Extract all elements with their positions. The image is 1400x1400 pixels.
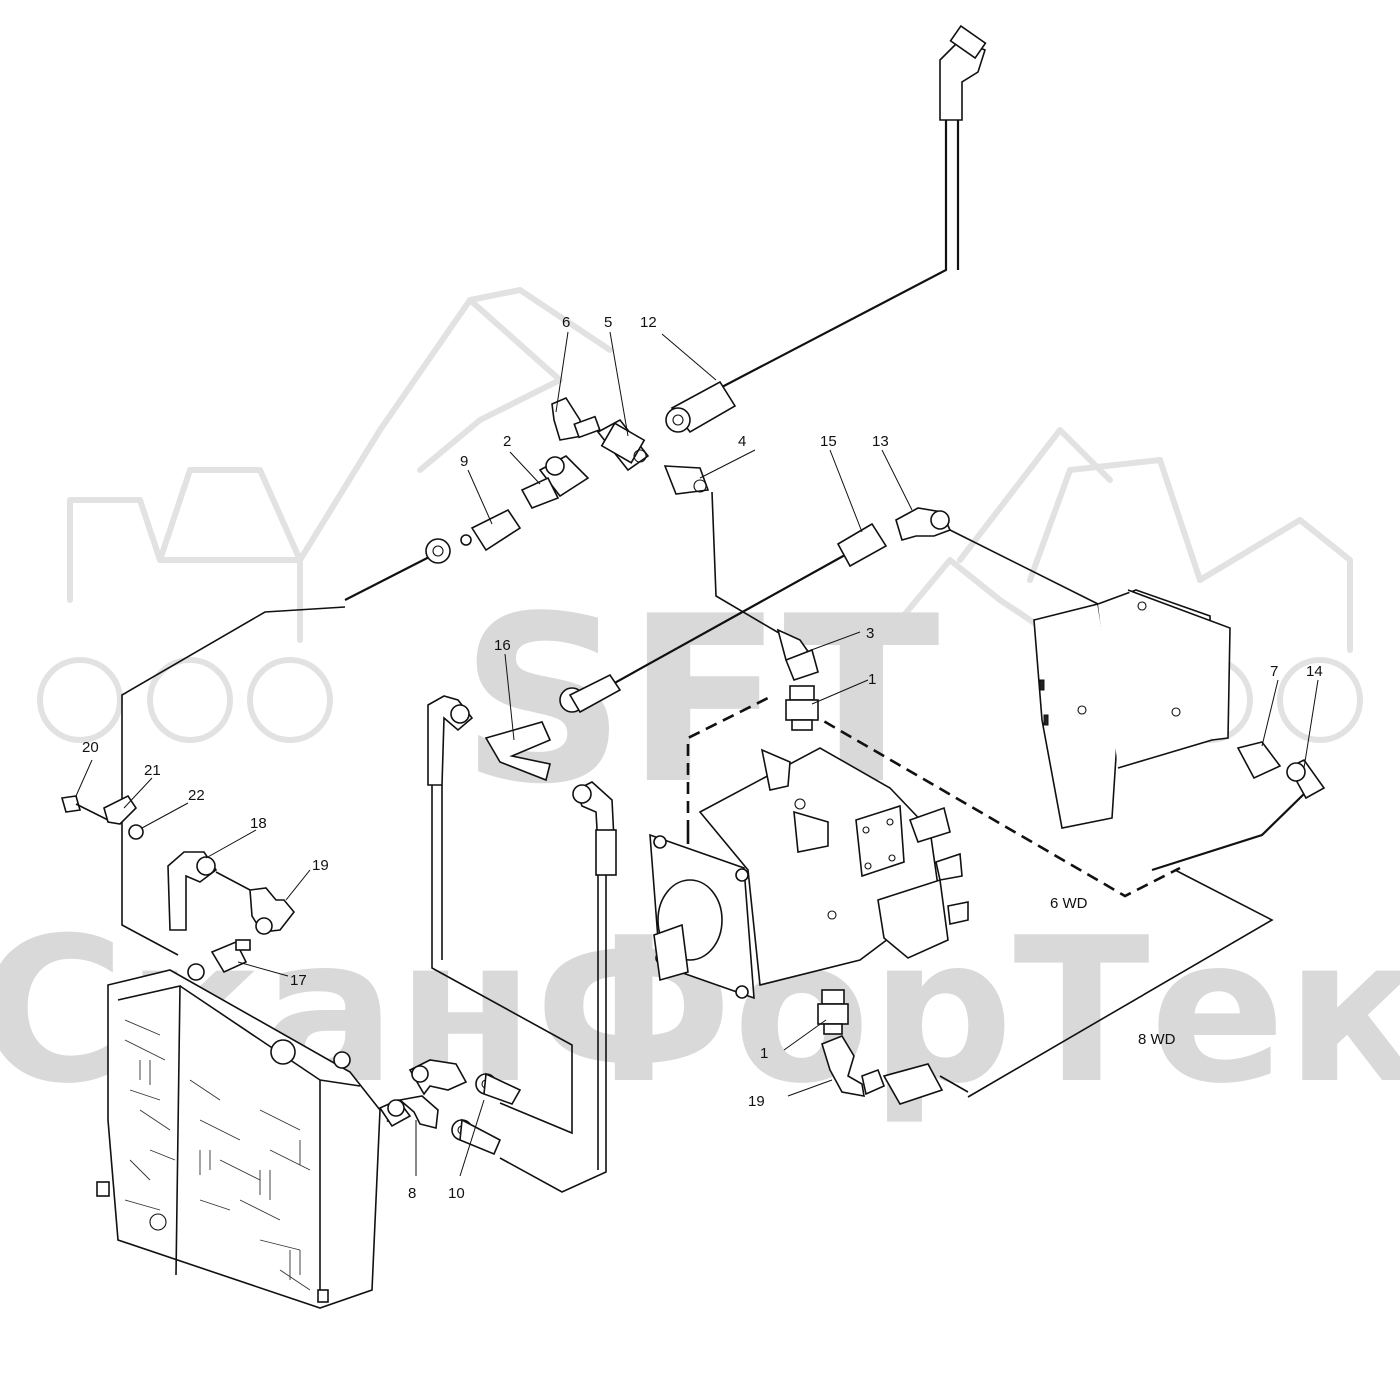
fitting-19-lower-elbow <box>821 1035 886 1097</box>
elbow-near-16-right <box>572 781 617 876</box>
fitting-2-tee <box>520 455 590 509</box>
fitting-18-elbow <box>167 851 251 931</box>
fitting-3-elbow <box>776 628 819 681</box>
label-part-15: 15 <box>820 433 837 450</box>
label-part-4: 4 <box>738 433 746 450</box>
label-part-14: 14 <box>1306 663 1323 680</box>
label-part-9: 9 <box>460 453 468 470</box>
label-6wd: 6 WD <box>1050 895 1088 912</box>
fitting-12-hose-end <box>665 380 737 434</box>
label-part-19-upper: 19 <box>312 857 329 874</box>
fitting-7 <box>1236 741 1282 780</box>
fitting-4-adapter <box>663 465 710 495</box>
top-elbow-fitting <box>939 24 987 121</box>
fitting-5-union <box>596 418 650 472</box>
label-8wd: 8 WD <box>1138 1031 1176 1048</box>
elbow-near-16-left <box>427 695 474 786</box>
fitting-13-elbow <box>895 507 952 541</box>
label-part-17: 17 <box>290 972 307 989</box>
label-part-19-lower: 19 <box>748 1093 765 1110</box>
label-part-2: 2 <box>503 433 511 450</box>
label-part-1-lower: 1 <box>760 1045 768 1062</box>
label-part-5: 5 <box>604 314 612 331</box>
hydraulic-motor-right <box>1033 589 1231 829</box>
fitting-10-hose-ends <box>451 1072 522 1156</box>
fitting-14-elbow <box>1286 758 1326 800</box>
oil-cooler-radiator <box>96 963 381 1309</box>
hose-lines <box>121 120 1306 1226</box>
fitting-17-adapter <box>210 939 251 974</box>
label-part-21: 21 <box>144 762 161 779</box>
fitting-8-radiator-elbows <box>378 1059 468 1129</box>
label-part-18: 18 <box>250 815 267 832</box>
fitting-16-tee <box>484 673 622 782</box>
fitting-1-upper-adapter <box>785 685 819 731</box>
fitting-9-hose-end <box>425 508 522 564</box>
hydraulic-pump-main <box>649 747 969 1000</box>
fitting-15 <box>836 522 888 568</box>
label-part-16: 16 <box>494 637 511 654</box>
label-part-3: 3 <box>866 625 874 642</box>
label-part-8: 8 <box>408 1185 416 1202</box>
part-labels: 6 5 12 2 4 9 15 13 3 1 16 7 14 20 21 22 … <box>82 314 1323 1202</box>
clamp-20-21-22 <box>60 794 144 840</box>
label-part-7: 7 <box>1270 663 1278 680</box>
fitting-6-elbow <box>551 396 601 441</box>
fitting-1-lower-adapter <box>817 989 849 1035</box>
label-part-1-upper: 1 <box>868 671 876 688</box>
fitting-lower-hose-end <box>882 1063 969 1105</box>
label-part-13: 13 <box>872 433 889 450</box>
label-part-20: 20 <box>82 739 99 756</box>
fitting-19-upper-elbow <box>249 887 296 935</box>
leader-lines <box>75 331 1319 1177</box>
label-part-6: 6 <box>562 314 570 331</box>
label-part-22: 22 <box>188 787 205 804</box>
watermark-machine-left <box>37 287 613 743</box>
label-part-12: 12 <box>640 314 657 331</box>
label-part-10: 10 <box>448 1185 465 1202</box>
